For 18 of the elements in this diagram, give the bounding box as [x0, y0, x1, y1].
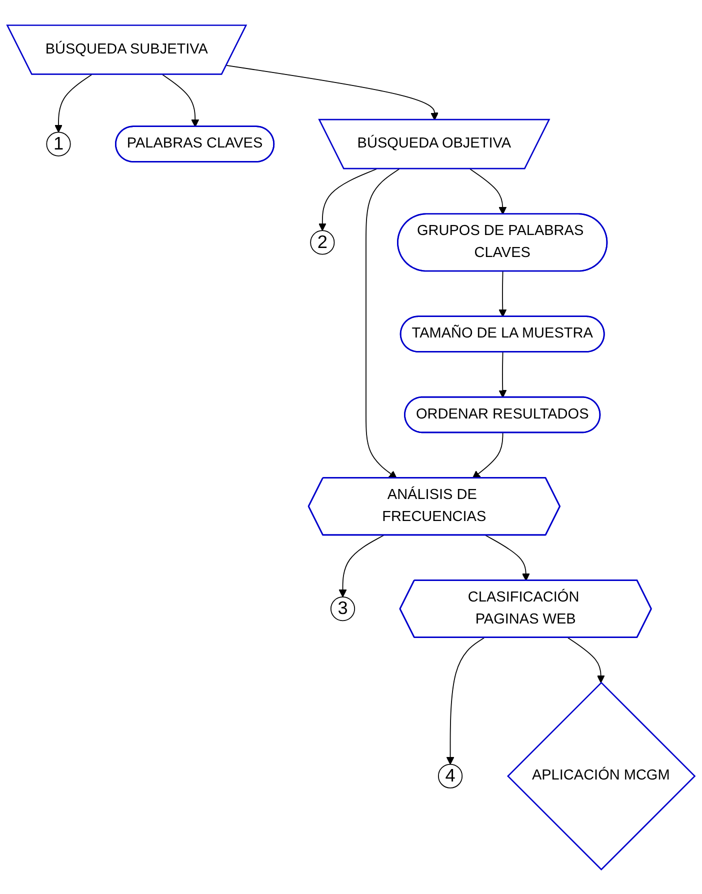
- arrow: [338, 534, 384, 597]
- arrow: [470, 168, 507, 214]
- node-circle: 2: [310, 230, 335, 254]
- arrow: [472, 432, 504, 478]
- arrow: [54, 74, 92, 132]
- arrow: [162, 74, 200, 127]
- arrow: [446, 636, 484, 764]
- node-circle: 4: [438, 763, 463, 788]
- arrow: [318, 168, 378, 231]
- arrow: [226, 64, 438, 120]
- node-circle: 1: [46, 131, 71, 156]
- node-diamond: APLICACIÓN MCGM: [506, 681, 696, 870]
- arrow: [568, 636, 605, 683]
- arrow: [366, 168, 400, 478]
- arrow: [485, 534, 530, 581]
- arrow: [498, 351, 507, 398]
- arrow: [498, 270, 507, 317]
- node-circle: 3: [330, 596, 356, 621]
